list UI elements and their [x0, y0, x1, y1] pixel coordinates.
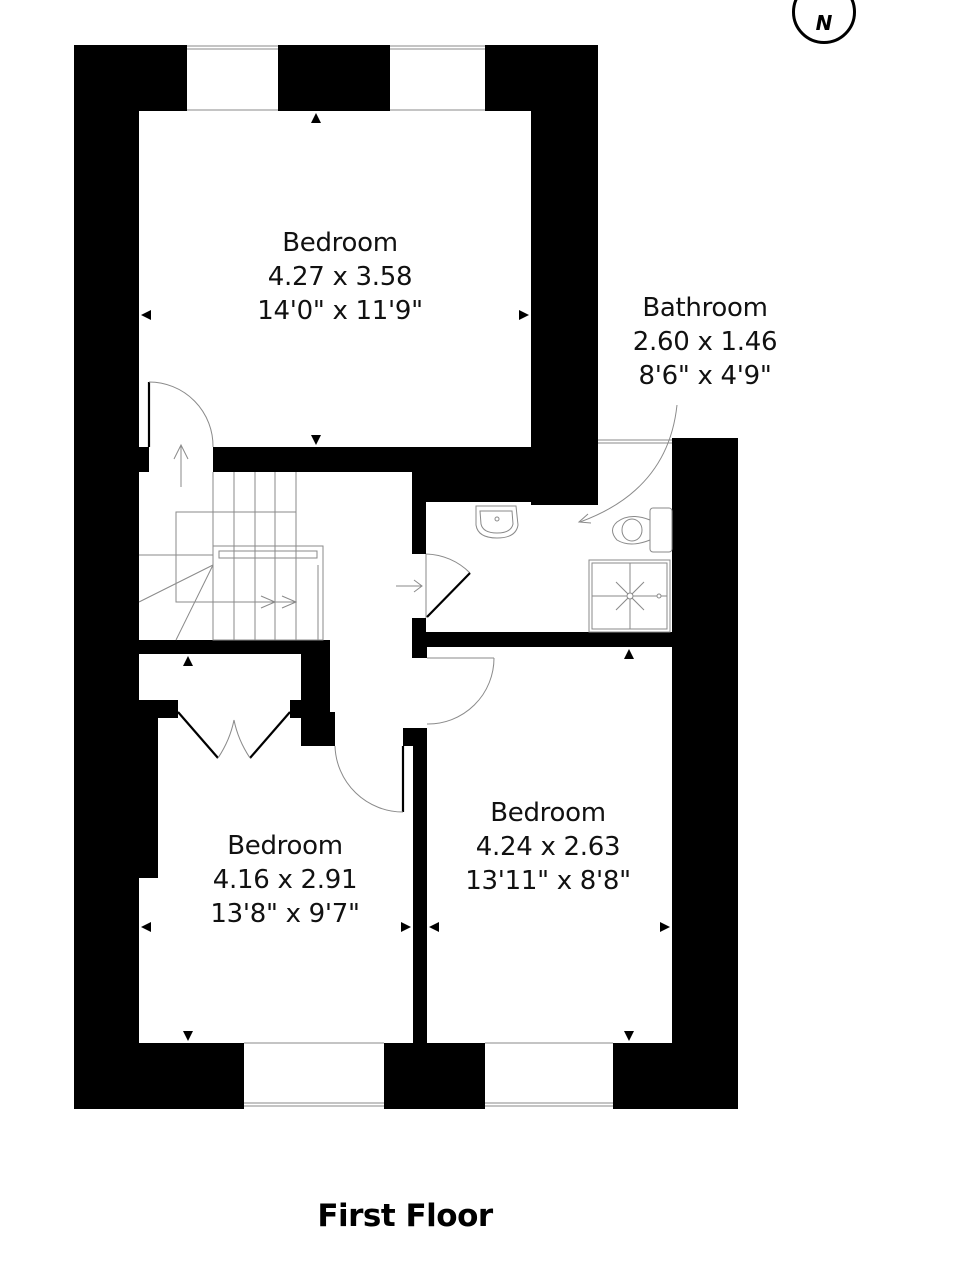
compass-label: N	[815, 11, 833, 35]
windows	[187, 45, 672, 1107]
room-metric: 4.24 x 2.63	[475, 832, 621, 862]
staircase	[138, 443, 423, 641]
interior-walls	[74, 472, 738, 1048]
room-imperial: 13'11" x 8'8"	[465, 866, 631, 896]
toilet-icon	[612, 507, 673, 553]
room-imperial: 13'8" x 9'7"	[210, 899, 360, 929]
room-name: Bathroom	[642, 293, 768, 323]
room-label-bedroom-3: Bedroom 4.24 x 2.63 13'11" x 8'8"	[413, 796, 683, 898]
dimension-markers	[141, 113, 670, 1041]
bathroom-fixtures	[475, 404, 678, 633]
room-imperial: 8'6" x 4'9"	[638, 361, 772, 391]
room-metric: 4.16 x 2.91	[212, 865, 358, 895]
room-imperial: 14'0" x 11'9"	[257, 296, 423, 326]
room-name: Bedroom	[227, 831, 343, 861]
exterior-walls	[74, 45, 738, 1109]
room-name: Bedroom	[490, 798, 606, 828]
room-name: Bedroom	[282, 228, 398, 258]
wash-basin-icon	[475, 505, 519, 539]
shower-tray-icon	[588, 559, 671, 633]
room-label-bedroom-2: Bedroom 4.16 x 2.91 13'8" x 9'7"	[150, 829, 420, 931]
floor-title: First Floor	[317, 1198, 493, 1234]
room-label-bathroom: Bathroom 2.60 x 1.46 8'6" x 4'9"	[565, 291, 845, 393]
doors	[147, 381, 495, 813]
room-label-bedroom-1: Bedroom 4.27 x 3.58 14'0" x 11'9"	[200, 226, 480, 328]
room-metric: 4.27 x 3.58	[267, 262, 413, 292]
room-metric: 2.60 x 1.46	[632, 327, 778, 357]
